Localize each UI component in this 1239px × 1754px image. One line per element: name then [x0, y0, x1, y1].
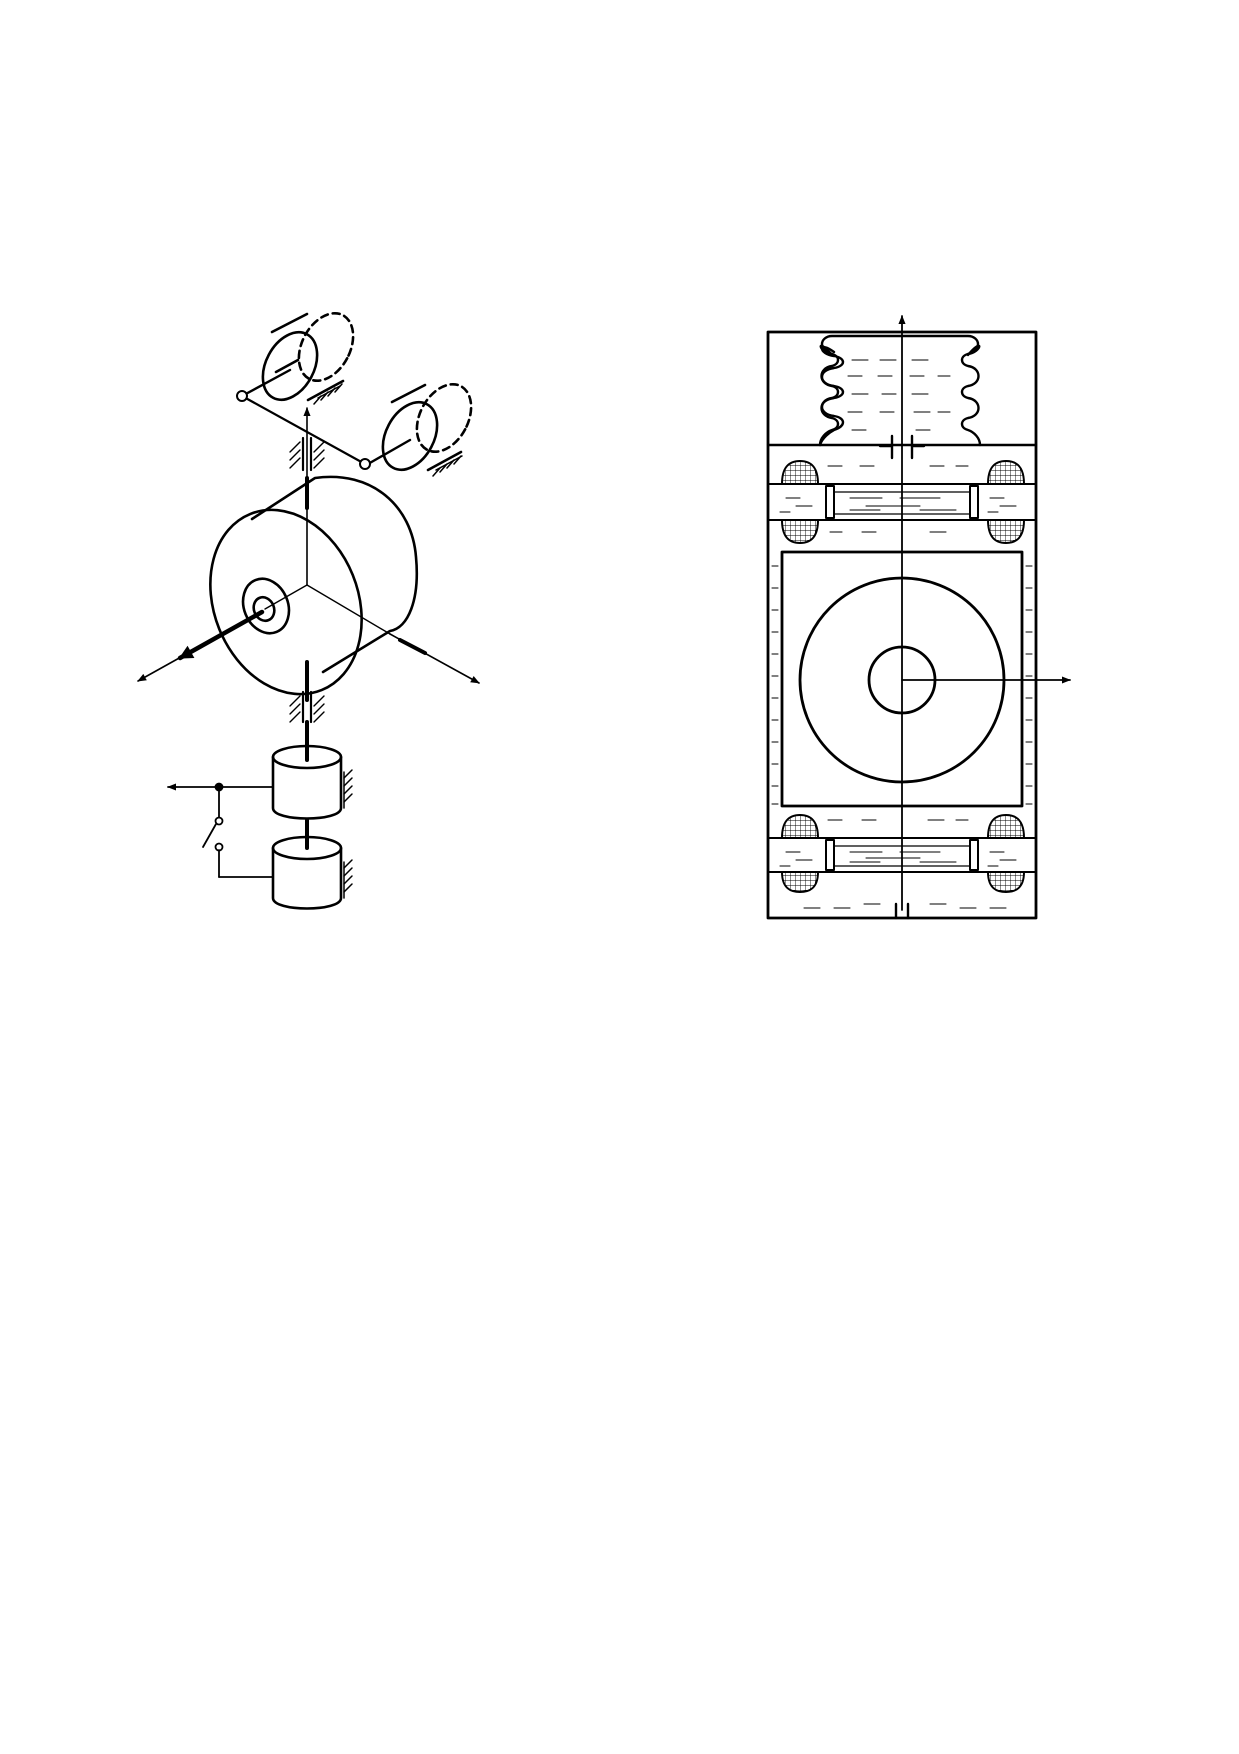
linkage-pivot-left [236, 390, 248, 402]
ground-hatch-right-coil [432, 455, 463, 477]
rotor-housing [209, 475, 419, 696]
linkage-pivot-right [359, 458, 371, 470]
ground-hatch-upper-coil [313, 383, 343, 405]
internal-axis-a [306, 584, 391, 635]
side-fluid-lines [771, 565, 1033, 805]
upper-band-fluid-lines [779, 465, 1017, 533]
lower-gimbal-bearing [289, 690, 325, 762]
bellows-seal [878, 434, 926, 460]
signal-switch-circuit [167, 782, 274, 878]
float-chamber [780, 550, 1024, 808]
pickoff-coil-upper [240, 311, 355, 402]
bellows [818, 334, 982, 447]
upper-jewel-left [781, 460, 819, 544]
isometric-gyroscope-schematic [137, 311, 480, 910]
spin-axis-arrow [177, 609, 265, 661]
pickoff-coil-right [366, 382, 473, 472]
lower-band-fluid-lines [779, 819, 1017, 909]
input-axis-bold-tick [398, 638, 427, 655]
lower-jewel-right [987, 814, 1025, 893]
lower-jewel-left [781, 814, 819, 893]
torquer-drum-lower [271, 835, 343, 910]
floated-gyro-cross-section [766, 315, 1071, 920]
spin-axis-extension [137, 651, 191, 682]
upper-jewel-right [987, 460, 1025, 544]
upper-gimbal-bearing [289, 436, 325, 510]
internal-axis-b [264, 584, 308, 610]
ground-hatch-upper-drum [343, 769, 353, 809]
pickoff-linkage [240, 394, 367, 466]
bottom-fill-port [894, 902, 910, 920]
ground-hatch-lower-drum [343, 859, 353, 899]
bellows-fluid-lines [847, 359, 951, 431]
